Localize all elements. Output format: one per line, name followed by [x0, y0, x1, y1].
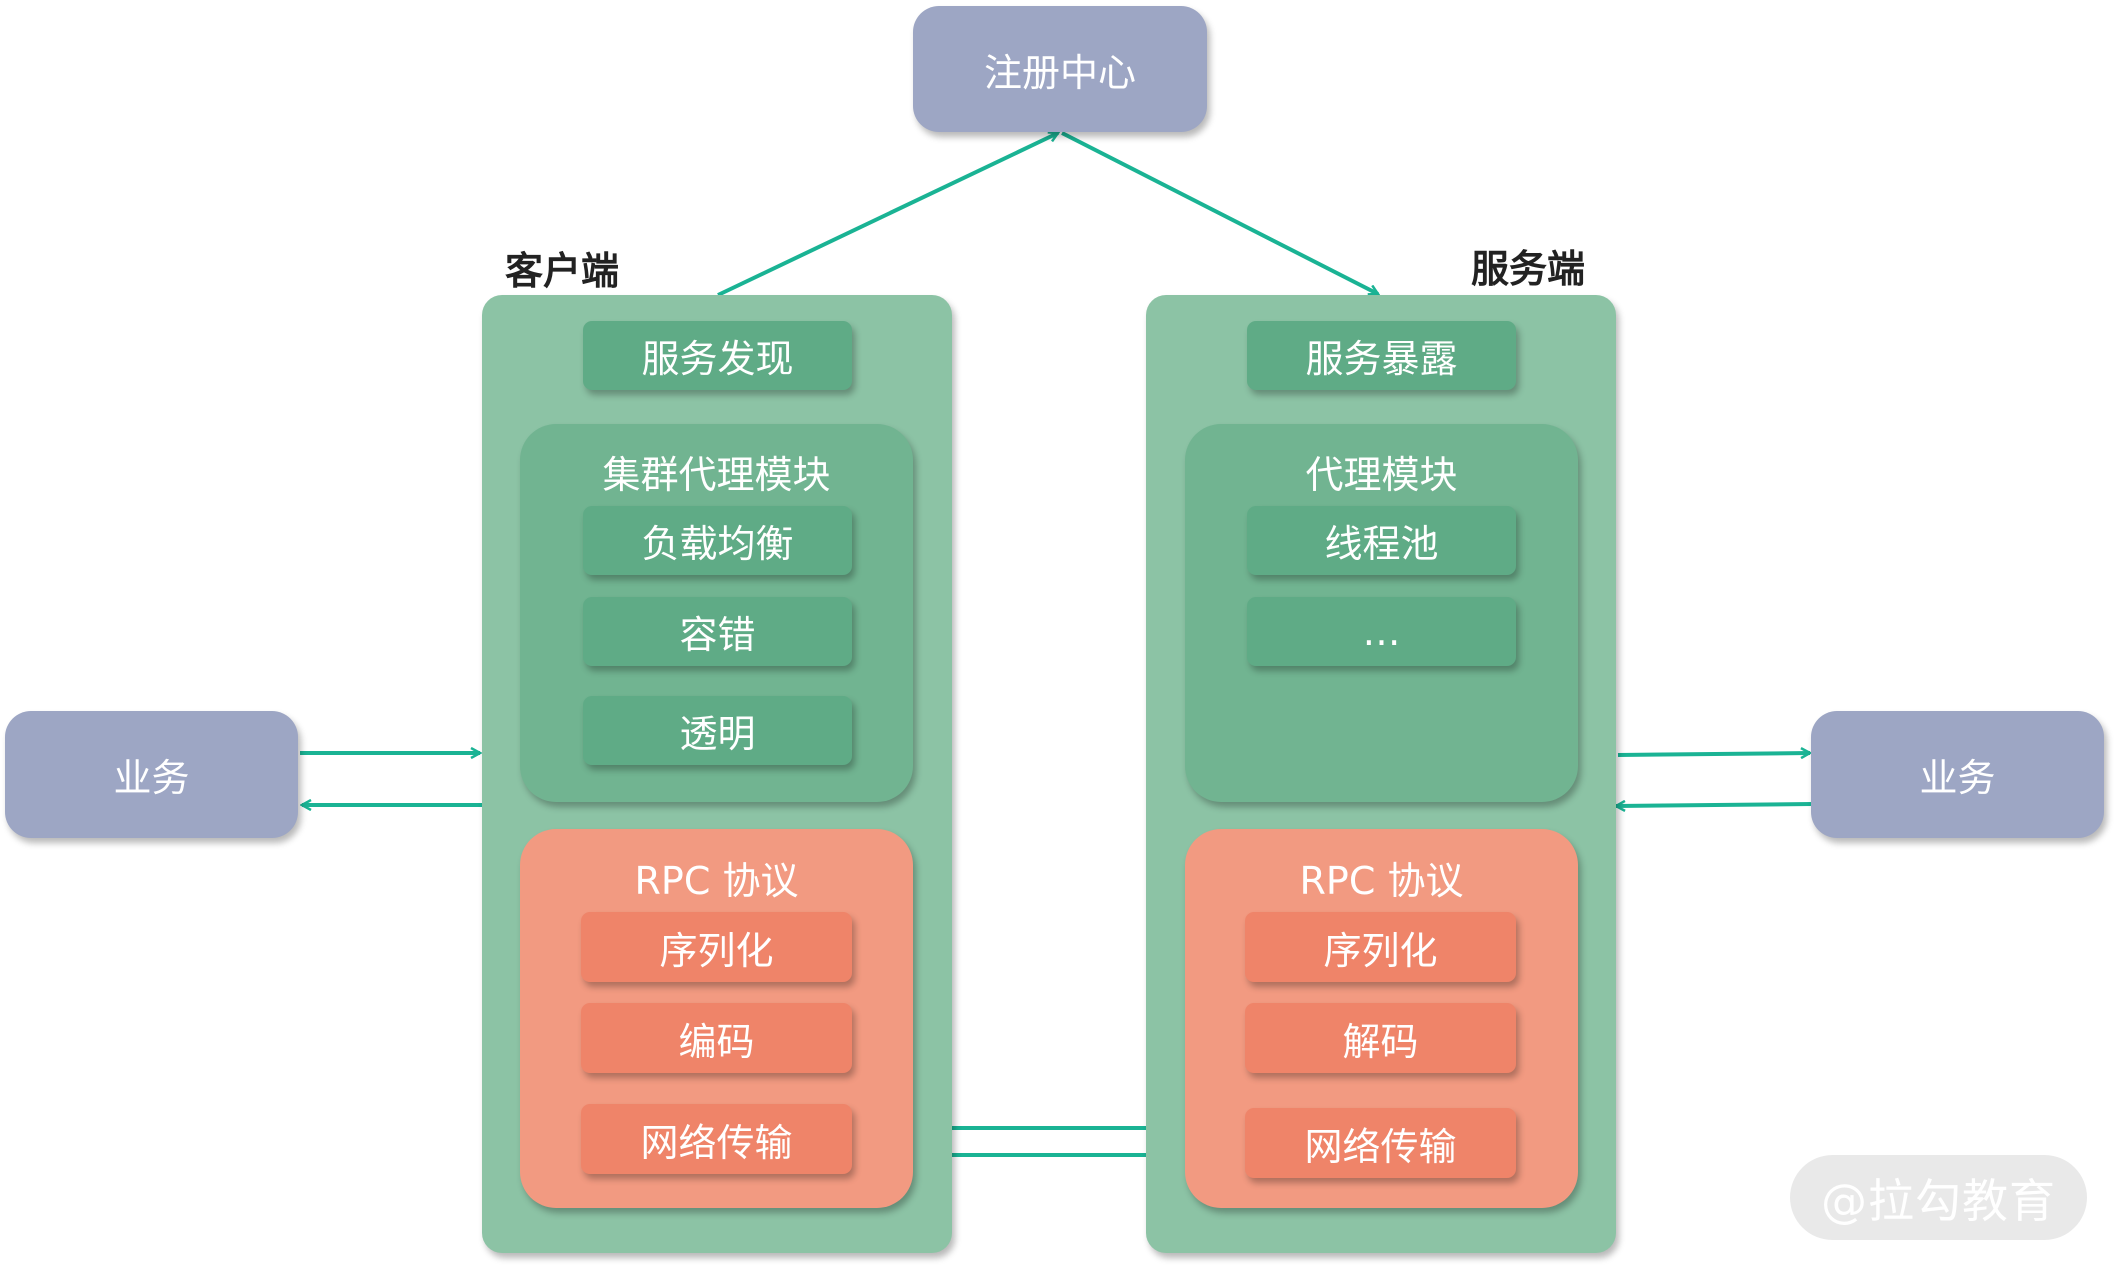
server-thread-pool: 线程池	[1247, 506, 1516, 575]
registry-center-label: 注册中心	[983, 50, 1136, 95]
business-label-right: 业务	[1919, 756, 1996, 800]
server-decoding: 解码	[1245, 1003, 1516, 1073]
arrow-client-to-registry	[717, 133, 1058, 297]
client-service-discovery: 服务发现	[583, 321, 852, 390]
server-network-transport: 网络传输	[1245, 1108, 1516, 1178]
business-box-right: 业务	[1811, 711, 2104, 838]
server-rpc-title: RPC 协议	[1299, 859, 1464, 903]
arrow-server-to-business	[1617, 753, 1810, 755]
client-load-balance: 负载均衡	[583, 506, 852, 575]
client-load-balance-label: 负载均衡	[641, 522, 794, 566]
server-serialization-label: 序列化	[1323, 928, 1438, 973]
server-thread-pool-label: 线程池	[1324, 522, 1439, 566]
lagou-watermark-text: @拉勾教育	[1821, 1173, 2056, 1228]
client-rpc-title: RPC 协议	[634, 859, 799, 903]
registry-center-box: 注册中心	[913, 6, 1207, 132]
arrow-business-to-server	[1616, 804, 1813, 806]
client-network-transport: 网络传输	[581, 1104, 852, 1174]
client-encoding: 编码	[581, 1003, 852, 1073]
server-proxy-title: 代理模块	[1305, 453, 1458, 497]
client-fault-tolerance: 容错	[583, 597, 852, 666]
server-decoding-label: 解码	[1342, 1019, 1419, 1064]
client-service-discovery-label: 服务发现	[641, 337, 794, 381]
client-serialization-label: 序列化	[659, 928, 774, 973]
server-network-transport-label: 网络传输	[1304, 1124, 1457, 1169]
server-service-exposure-label: 服务暴露	[1305, 337, 1458, 381]
server-serialization: 序列化	[1245, 912, 1516, 982]
client-transparent: 透明	[583, 696, 852, 765]
lagou-watermark: @拉勾教育	[1790, 1155, 2087, 1240]
client-title: 客户端	[505, 249, 620, 293]
client-encoding-label: 编码	[678, 1019, 755, 1064]
server-service-exposure: 服务暴露	[1247, 321, 1516, 390]
arrow-registry-to-server	[1061, 131, 1378, 296]
client-network-transport-label: 网络传输	[640, 1120, 793, 1165]
server-more-items-label: …	[1362, 609, 1401, 654]
client-serialization: 序列化	[581, 912, 852, 982]
business-label-left: 业务	[113, 756, 190, 800]
client-fault-tolerance-label: 容错	[679, 613, 756, 657]
server-more-items: …	[1247, 597, 1516, 666]
server-title: 服务端	[1471, 247, 1586, 291]
client-transparent-label: 透明	[679, 712, 756, 756]
client-cluster-proxy-title: 集群代理模块	[602, 453, 831, 497]
business-box-left: 业务	[5, 711, 298, 838]
